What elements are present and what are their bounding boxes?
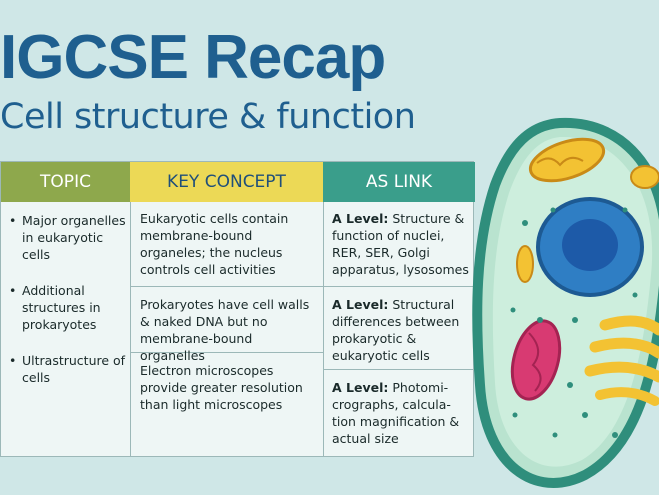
recap-table: TOPIC KEY CONCEPT AS LINK Major organell… (0, 161, 475, 457)
topic-item: Ultrastructure of cells (9, 352, 127, 386)
header-as-link: AS LINK (323, 162, 475, 202)
page-subtitle: Cell structure & function (0, 97, 416, 137)
key-concept-cell: Eukaryotic cells contain membrane-bound … (140, 211, 289, 277)
page-title: IGCSE Recap (0, 23, 386, 92)
as-link-cell: A Level: Structure & function of nuclei,… (332, 210, 472, 278)
ribosome-dots (510, 207, 638, 438)
as-link-text: Photomi-crographs, calcula-tion magnific… (332, 380, 460, 446)
mitochondrion-cristae (536, 156, 584, 167)
golgi-apparatus (595, 387, 659, 406)
golgi-apparatus (584, 361, 659, 383)
as-link-cell: A Level: Photomi-crographs, calcula-tion… (332, 379, 472, 447)
as-link-cell: A Level: Structural differences between … (332, 296, 472, 364)
topic-item: Additional structures in prokaryotes (9, 282, 127, 333)
as-link-text: Structure & function of nuclei, RER, SER… (332, 211, 469, 277)
small-organelle (630, 165, 659, 189)
topic-item: Major organelles in eukaryotic cells (9, 212, 127, 263)
golgi-apparatus (589, 337, 659, 359)
key-concept-cell: Prokaryotes have cell walls & naked DNA … (140, 297, 310, 363)
as-link-text: Structural differences between prokaryot… (332, 297, 460, 363)
topic-list: Major organelles in eukaryotic cells Add… (9, 212, 127, 405)
row-divider (130, 286, 323, 287)
row-divider (323, 369, 475, 370)
as-link-lead: A Level: (332, 297, 389, 312)
header-topic: TOPIC (1, 162, 130, 202)
nucleolus (562, 219, 618, 271)
animal-cell-illustration (472, 117, 659, 488)
row-divider (130, 352, 323, 353)
mitochondrion-cristae (528, 332, 542, 392)
key-concept-cell: Electron microscopes provide greater res… (140, 363, 303, 412)
as-link-lead: A Level: (332, 211, 389, 226)
header-key-concept: KEY CONCEPT (130, 162, 323, 202)
column-divider (130, 202, 131, 456)
vesicle (516, 245, 534, 283)
row-divider (323, 286, 475, 287)
as-link-lead: A Level: (332, 380, 389, 395)
column-divider (323, 202, 324, 456)
golgi-apparatus (599, 315, 659, 336)
